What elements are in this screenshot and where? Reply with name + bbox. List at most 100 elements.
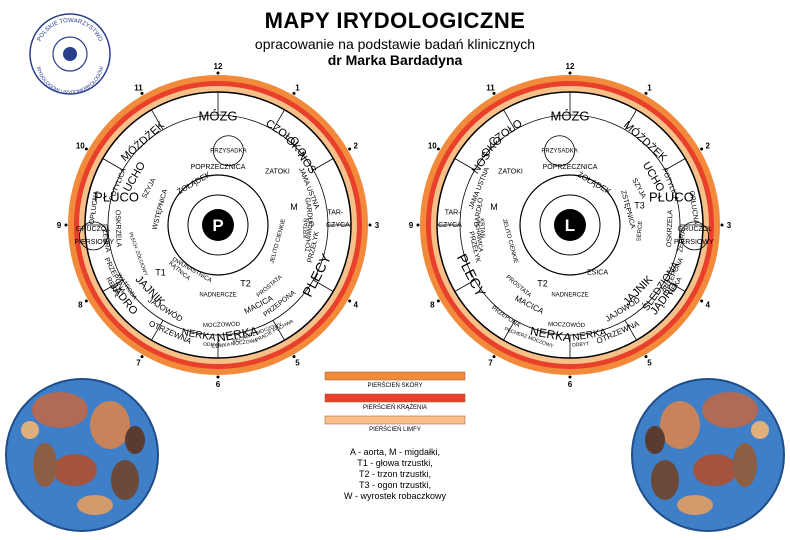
clock-hour-label: 12 [214,62,223,71]
organ-label: T3 [634,201,645,211]
pupil [554,209,586,241]
ring-legend-label: PIERŚCIEŃ SKÓRY [368,381,423,389]
right-body-illustration [631,378,785,532]
organ-label: MOCZOWÓD [203,321,241,329]
clock-hour-tick [64,223,68,227]
clock-hour-label: 5 [295,359,300,368]
clock-hour-tick [568,375,572,379]
clock-hour-tick [140,91,144,95]
brain-shape [702,392,758,428]
sector-line [665,158,686,171]
organ-label: OPŁUCNA [688,190,700,225]
clock-hour-label: 9 [409,221,414,230]
page-author: dr Marka Bardadyna [327,52,463,68]
organ-label: PIERSIOWY [674,239,714,246]
logo-pupil-icon [63,47,77,61]
organ-label: OPŁUCNA [89,190,101,225]
organ-label: GARDŁO [474,197,485,228]
organ-label: TAR- [327,210,343,217]
sector-line [454,279,475,292]
organ-label: ODBYT [572,341,590,348]
clock-hour-label: 10 [76,142,85,151]
clock-hour-tick [348,147,352,151]
organ-label: T2 [537,278,548,288]
clock-hour-label: 8 [430,301,435,310]
organ-label: CZYCA [438,222,462,229]
clock-hour-tick [436,299,440,303]
ring-legend-label: PIERŚCIEŃ LIMFY [369,425,421,433]
clock-hour-tick [492,91,496,95]
organ-label: KRTAŃ [478,218,486,238]
organ-label: NADNERCZE [551,293,588,299]
left-iris-map: P121234567891011MÓZGPRZYSADKACZOŁOOKONOS… [57,62,380,389]
clock-hour-label: 1 [647,83,652,92]
clock-hour-label: 1 [295,83,300,92]
clock-hour-label: 7 [136,359,141,368]
clock-hour-tick [700,299,704,303]
organ-label: OSKRZELA [666,209,674,247]
clock-hour-tick [84,147,88,151]
organ-label: MÓZG [199,108,238,123]
organ-label: ESICA [587,269,608,276]
clock-hour-label: 10 [428,142,437,151]
clock-hour-label: 4 [705,301,710,310]
sector-line [272,320,285,341]
clock-hour-label: 3 [375,221,380,230]
clock-hour-tick [416,223,420,227]
organ-label: ZATOKI [265,168,290,175]
organ-label: POPRZECZNICA [191,164,246,171]
ring-legend-swatch [324,415,466,425]
brain-shape [32,392,88,428]
sector-line [151,320,164,341]
pituitary-zone [544,135,575,167]
left-body-illustration [5,378,159,532]
organ-label: GRUCZOŁ [76,226,110,233]
clock-hour-label: 2 [705,142,710,151]
organ-label: POPRZECZNICA [543,164,598,171]
clock-hour-tick [292,91,296,95]
pituitary-zone [213,135,244,167]
clock-hour-tick [292,355,296,359]
clock-hour-tick [216,375,220,379]
clock-hour-label: 6 [568,380,573,389]
sector-line [102,279,123,292]
society-logo: POLSKIE TOWARZYSTWO IRYDOLOGÓW I IRYDOMO… [29,13,111,96]
clock-hour-label: 7 [488,359,493,368]
clock-hour-label: 3 [727,221,732,230]
organ-label: SERCE [636,221,644,242]
ring-legend-swatch [324,371,466,381]
clock-hour-label: 4 [353,301,358,310]
organ-label: MÓZG [551,108,590,123]
organ-label: T1 [155,268,166,278]
clock-hour-tick [568,71,572,75]
organ-label: OSKRZELA [114,210,122,248]
clock-hour-tick [436,147,440,151]
clock-hour-label: 2 [353,142,358,151]
organ-label: M [490,202,498,212]
organ-label: MOCZOWÓD [548,321,586,329]
organ-label: GRUCZOŁ [678,226,712,233]
organ-label: CZYCA [326,222,350,229]
pupil-letter: L [565,216,575,235]
organ-label: TCHAWICA [305,220,315,252]
organ-label: PRZYSADKA [541,148,577,154]
clock-hour-label: 6 [216,380,221,389]
clock-hour-label: 12 [566,62,575,71]
clock-hour-tick [644,91,648,95]
organ-label: ODBYT [203,342,221,349]
abbreviation-line: T3 - ogon trzustki, [358,480,432,490]
right-iris-map: L121234567891011MÓZGPRZYSADKACZOŁOOKONOS… [409,62,732,389]
organ-label: PIERSIOWY [74,239,114,246]
clock-hour-tick [368,223,372,227]
organ-label: ZATOKI [498,168,523,175]
organ-label: T2 [240,278,251,288]
organ-label: KRTAŃ [302,218,310,238]
clock-hour-tick [216,71,220,75]
clock-hour-label: 5 [647,359,652,368]
breast-gland-zone [680,221,709,251]
ring-legend-swatch [324,393,466,403]
sector-line [313,158,334,171]
clock-hour-tick [720,223,724,227]
